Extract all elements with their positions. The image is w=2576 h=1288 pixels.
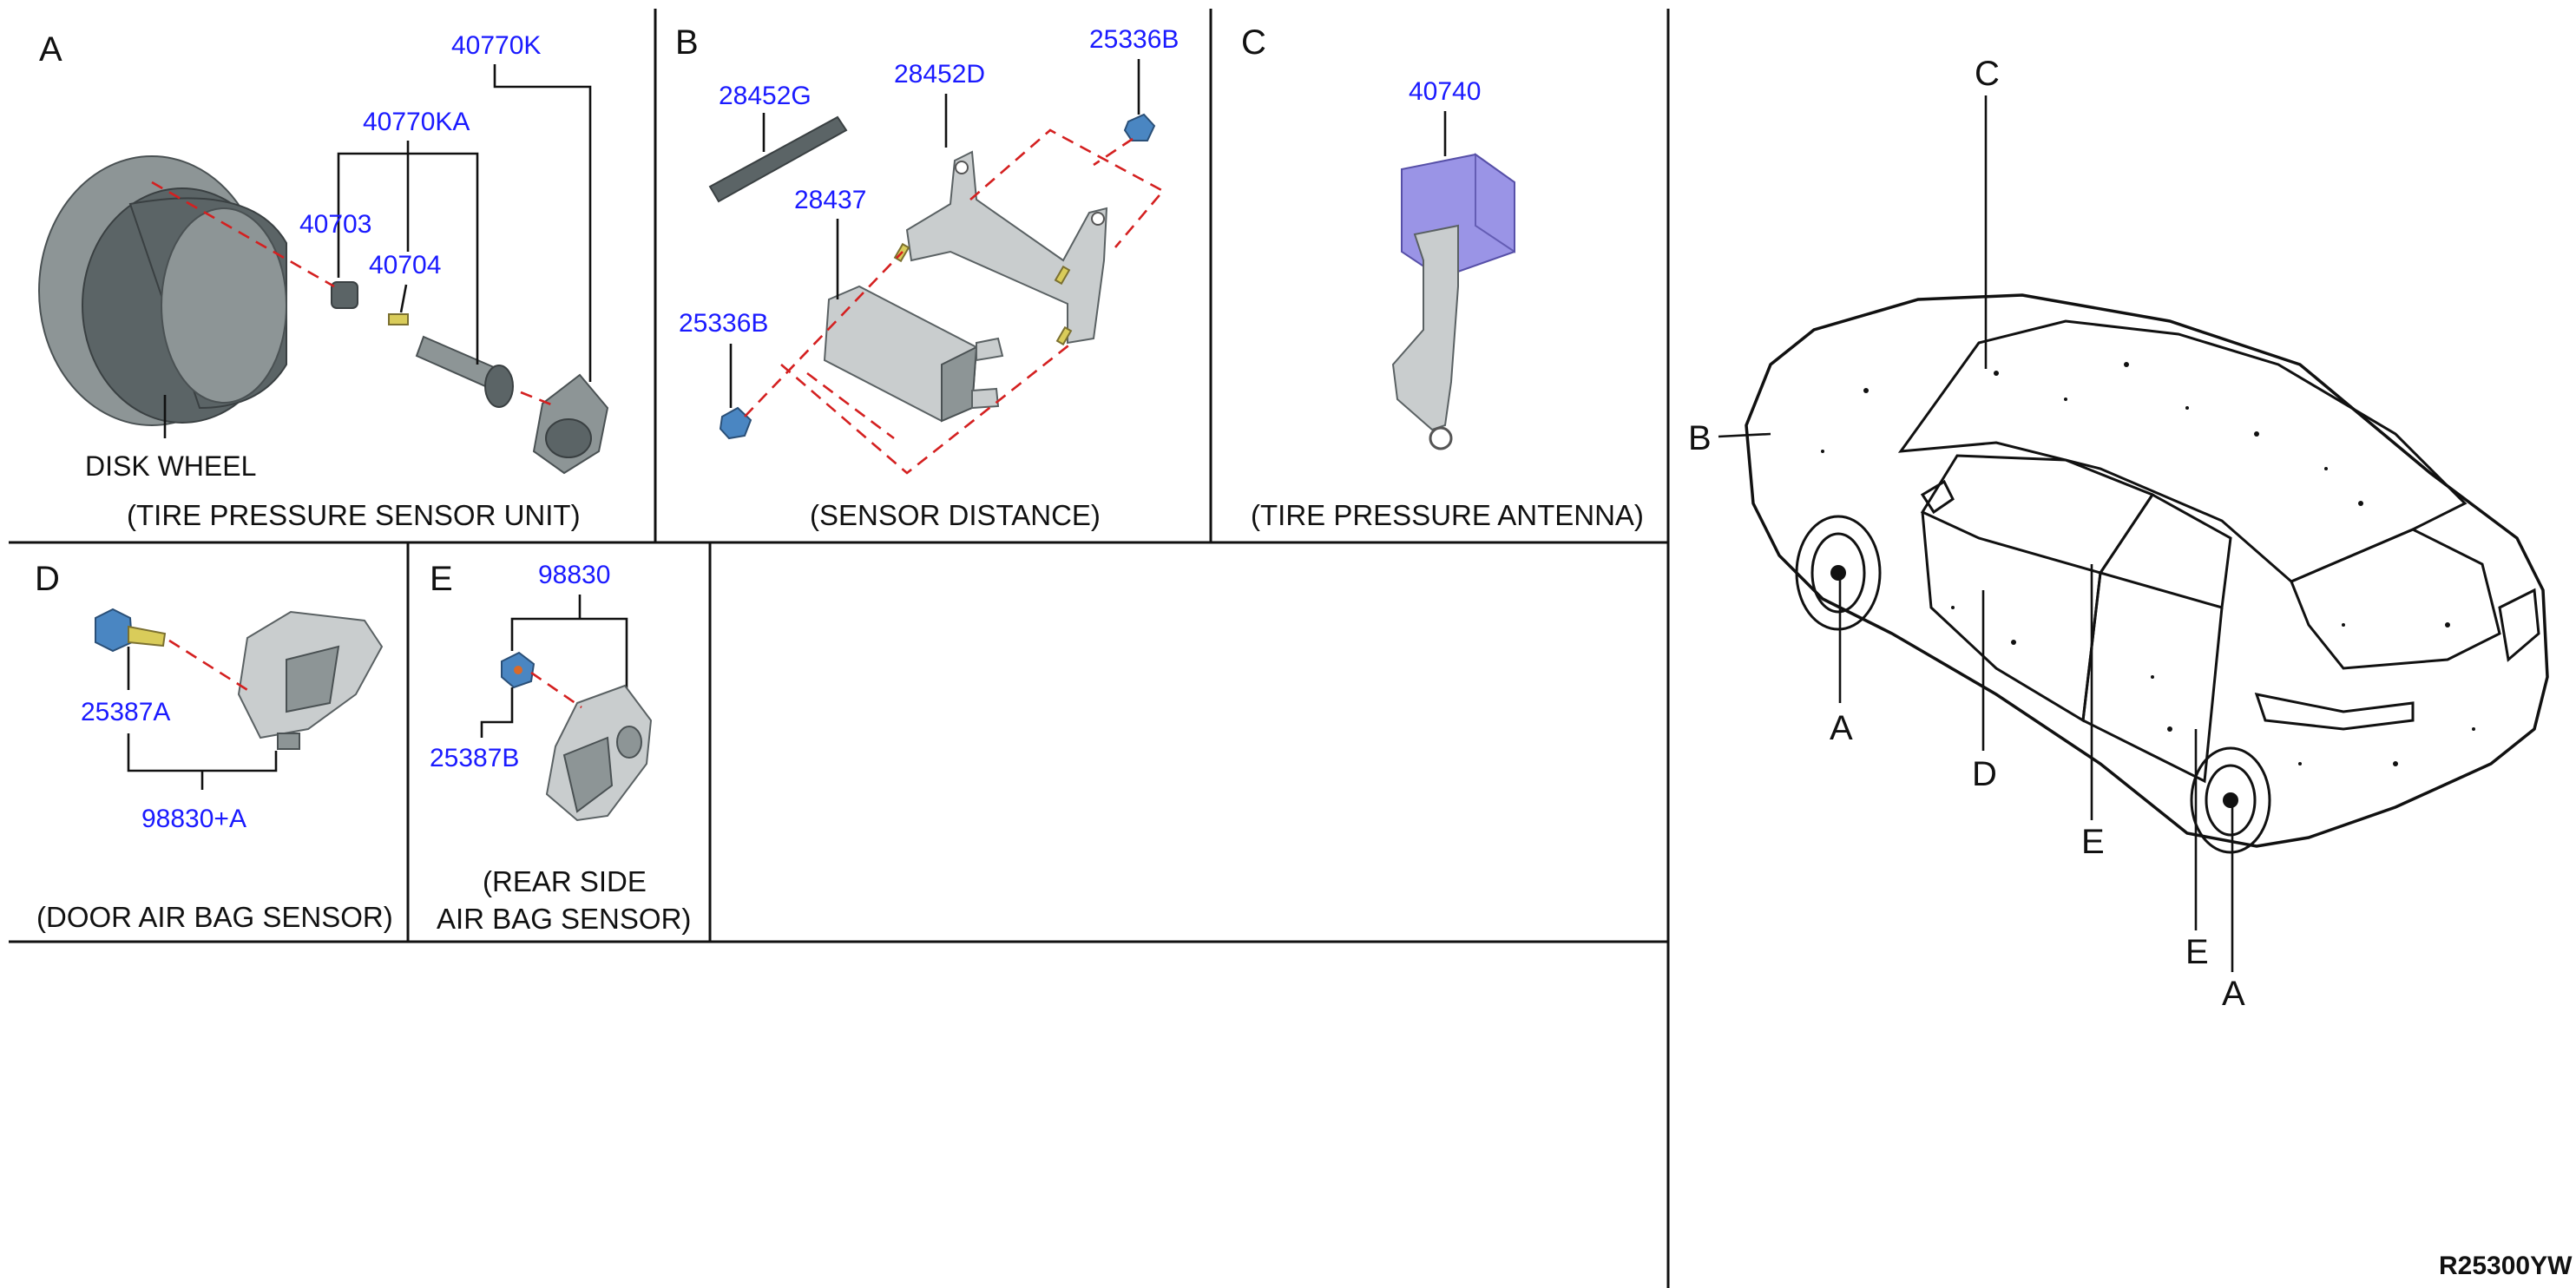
part-number-28452g: 28452G xyxy=(719,82,812,110)
section-b-letter: B xyxy=(675,23,699,62)
part-number-40740: 40740 xyxy=(1409,77,1481,106)
disk-wheel-illustration xyxy=(38,155,287,426)
section-a-letter: A xyxy=(39,30,62,69)
front-wheel xyxy=(1795,515,1882,631)
valve-core-part xyxy=(388,313,409,325)
distance-sensor-part xyxy=(823,285,1004,423)
part-number-25336b-top: 25336B xyxy=(1089,25,1179,54)
callout-e-rear: E xyxy=(2185,933,2209,971)
part-number-98830a: 98830+A xyxy=(141,805,246,833)
section-e-caption-line1: (REAR SIDE xyxy=(483,865,647,897)
callout-a-front: A xyxy=(1830,709,1853,747)
rear-airbag-sensor-part xyxy=(545,684,653,822)
part-number-40704: 40704 xyxy=(369,251,441,279)
section-e-caption-line2: AIR BAG SENSOR) xyxy=(437,903,691,935)
nut-part-top xyxy=(1123,113,1156,141)
stud-part xyxy=(1054,265,1071,286)
section-d-caption: (DOOR AIR BAG SENSOR) xyxy=(36,901,393,933)
section-a-caption: (TIRE PRESSURE SENSOR UNIT) xyxy=(127,499,581,531)
nut-part-bottom xyxy=(719,406,752,440)
cover-strip-part xyxy=(708,115,848,203)
section-c-letter: C xyxy=(1241,23,1266,62)
disk-wheel-label: DISK WHEEL xyxy=(85,450,256,482)
bolt-part xyxy=(95,608,167,653)
section-b: B 28452G 28452D 25336B 28437 xyxy=(675,23,1179,531)
section-e-letter: E xyxy=(430,560,453,598)
mounting-bracket-part xyxy=(905,150,1108,345)
callout-b: B xyxy=(1688,419,1712,457)
stud-part xyxy=(1055,325,1073,346)
part-number-25387b: 25387B xyxy=(430,744,519,772)
callout-a-rear: A xyxy=(2222,975,2245,1013)
part-number-25336b-bottom: 25336B xyxy=(679,309,768,338)
section-d-letter: D xyxy=(35,560,60,598)
part-number-28437: 28437 xyxy=(794,186,866,214)
callout-c: C xyxy=(1975,55,2000,93)
pressure-sensor-part xyxy=(532,373,609,475)
diagram-code: R25300YW xyxy=(2439,1252,2573,1280)
part-number-25387a: 25387A xyxy=(81,698,170,726)
section-a: A DISK WHEEL 40770K 40770KA xyxy=(38,30,609,531)
part-number-28452d: 28452D xyxy=(894,60,985,89)
vehicle-illustration: C B A D E E A xyxy=(1688,55,2549,1013)
door-airbag-sensor-part xyxy=(237,610,384,750)
section-d: D 25387A 98830+A (DOOR AIR BAG SENSOR) xyxy=(35,560,393,933)
section-e: E 98830 25387B (REAR SIDE AIR BAG SENSOR… xyxy=(430,560,691,935)
part-number-40770ka: 40770KA xyxy=(363,108,470,136)
valve-cap-part xyxy=(331,281,358,309)
rear-wheel xyxy=(2190,746,2271,854)
callout-d: D xyxy=(1972,755,1997,793)
section-b-caption: (SENSOR DISTANCE) xyxy=(810,499,1101,531)
part-number-40703: 40703 xyxy=(299,210,371,239)
valve-stem-part xyxy=(415,335,514,408)
panel-frame xyxy=(9,9,1670,1288)
antenna-bracket-part xyxy=(1391,224,1459,450)
part-number-98830: 98830 xyxy=(538,561,610,589)
section-c-caption: (TIRE PRESSURE ANTENNA) xyxy=(1251,499,1644,531)
section-c: C 40740 (TIRE PRESSURE ANTENNA) xyxy=(1241,23,1644,531)
part-number-40770k: 40770K xyxy=(451,31,541,60)
callout-e-front: E xyxy=(2081,823,2105,861)
